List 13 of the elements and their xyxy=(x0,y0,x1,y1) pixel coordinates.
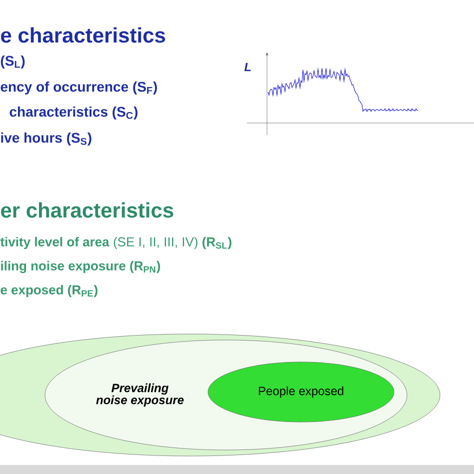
list-item: e exposed (R$_{PE}$) xyxy=(0,284,98,298)
axis-label: L xyxy=(244,62,251,72)
list-item: ency of occurrence (S$_{F}$) xyxy=(0,81,157,95)
oval-label: People exposed xyxy=(258,386,344,398)
section-heading: er characteristics xyxy=(1,202,174,218)
oval-label: Prevailing noise exposure xyxy=(96,383,184,407)
list-item: iling noise exposure (R$_{PN}$) xyxy=(1,260,160,274)
list-item: characteristics (S$_{C}$) xyxy=(10,106,138,120)
section-heading: e characteristics xyxy=(1,27,166,43)
oval xyxy=(208,362,394,422)
list-item: (S$_{L}$) xyxy=(0,55,25,69)
list-item: ive hours (S$_{S}$) xyxy=(1,132,92,146)
list-item: tivity level of area (SE I, II, III, IV) (R$_{SL}$) xyxy=(0,236,232,250)
